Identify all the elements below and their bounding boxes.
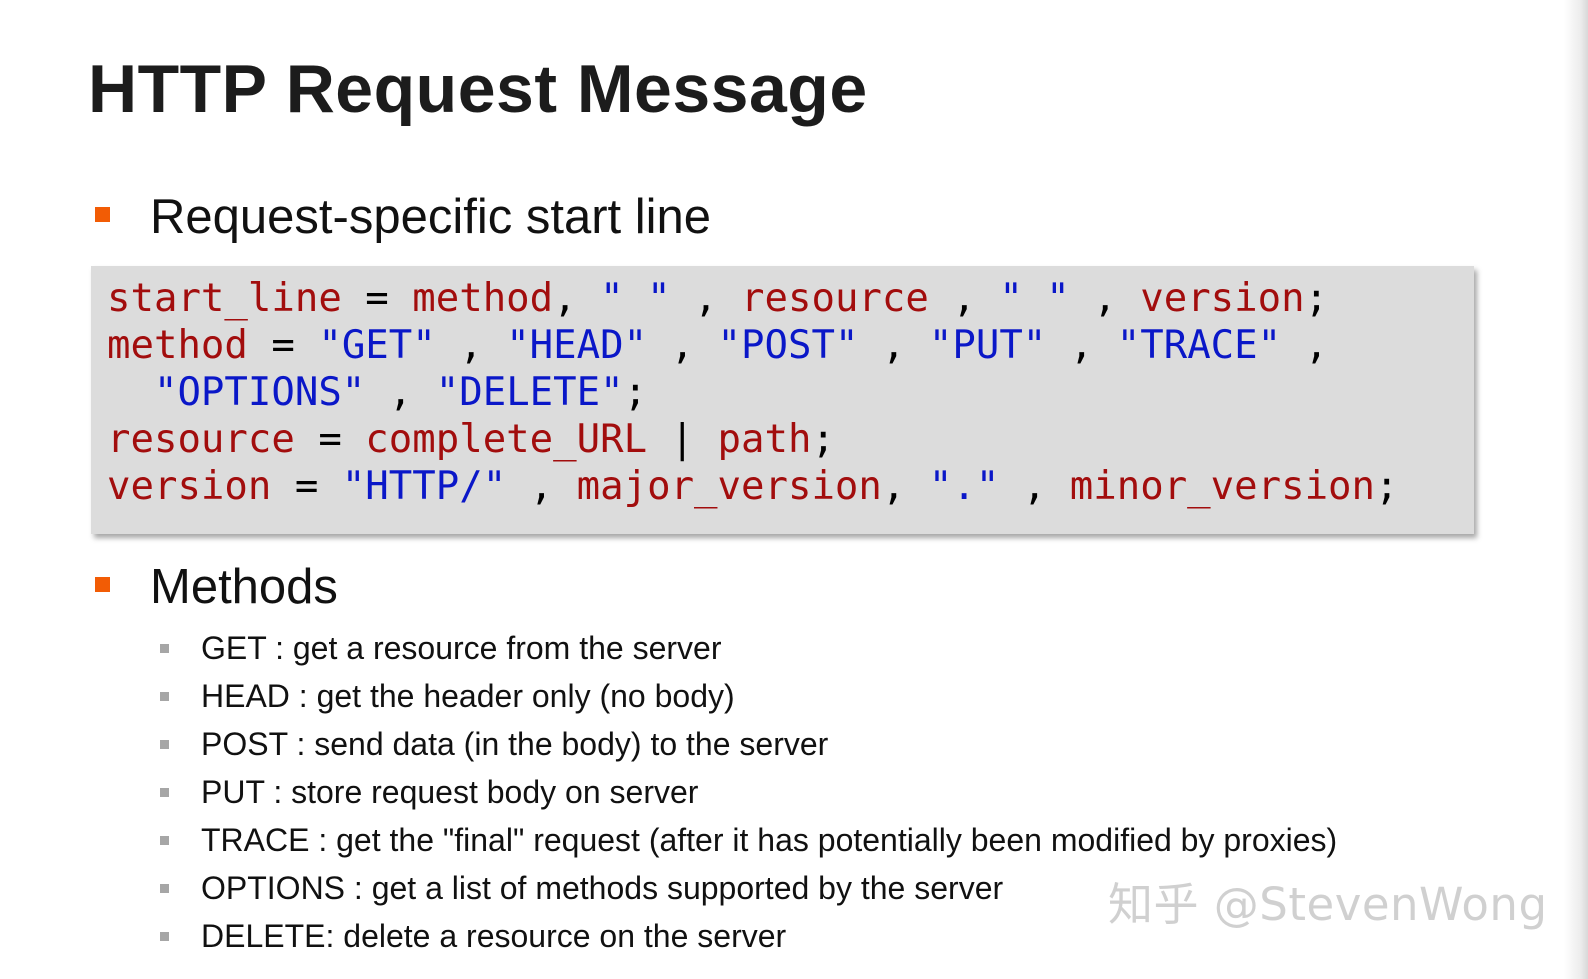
method-description: PUT : store request body on server [201,774,699,810]
code-punctuation: , [365,370,436,415]
bullet-icon [160,884,169,893]
code-punctuation: , [1281,323,1329,368]
code-punctuation: = [294,417,366,462]
code-punctuation: , [435,323,507,368]
code-string: "GET" [318,323,436,368]
method-description: DELETE: delete a resource on the server [201,918,787,954]
code-string: " " [999,276,1070,321]
methods-list: GET : get a resource from the server HEA… [160,624,1337,960]
code-identifier: resource [741,276,929,321]
code-punctuation: = [247,323,319,368]
code-punctuation [107,370,154,415]
code-punctuation: , [670,276,742,321]
code-string: "TRACE" [1116,323,1282,368]
method-description: TRACE : get the "final" request (after i… [201,822,1338,858]
code-punctuation: , [506,464,577,509]
code-string: " " [600,276,671,321]
code-punctuation: ; [1304,276,1329,321]
list-item: HEAD : get the header only (no body) [160,672,1337,720]
list-item: OPTIONS : get a list of methods supporte… [160,864,1337,912]
method-description: OPTIONS : get a list of methods supporte… [201,870,1004,906]
bullet-square-icon [95,577,110,592]
list-item: DELETE: delete a resource on the server [160,912,1337,960]
code-punctuation: , [999,464,1070,509]
code-identifier: method [412,276,554,321]
code-block: start_line = method, " " , resource , " … [91,266,1474,534]
slide-title: HTTP Request Message [88,51,868,127]
code-punctuation: ; [811,417,835,462]
code-punctuation: , [858,323,929,368]
method-description: POST : send data (in the body) to the se… [201,726,829,762]
code-identifier: minor_version [1069,464,1376,509]
code-identifier: path [717,417,812,462]
code-line: method = "GET" , "HEAD" , "POST" , "PUT"… [107,322,1328,369]
bullet-icon [160,740,169,749]
bullet-icon [160,836,169,845]
code-identifier: method [107,323,248,368]
method-description: GET : get a resource from the server [201,630,722,666]
code-line: "OPTIONS" , "DELETE"; [107,369,647,416]
code-punctuation: , [1069,276,1141,321]
code-line: resource = complete_URL | path; [107,416,835,463]
method-description: HEAD : get the header only (no body) [201,678,735,714]
watermark: 知乎 @StevenWong [1108,878,1548,931]
bullet-icon [160,692,169,701]
code-punctuation: , [881,464,929,509]
code-string: "HEAD" [506,323,648,368]
code-punctuation: ; [623,370,648,415]
list-item: POST : send data (in the body) to the se… [160,720,1337,768]
code-punctuation: | [647,417,718,462]
code-punctuation: = [271,464,342,509]
list-item: TRACE : get the "final" request (after i… [160,816,1337,864]
code-string: "HTTP/" [341,464,507,509]
code-identifier: version [107,464,272,509]
code-string: "." [928,464,1000,509]
bullet-icon [160,788,169,797]
list-item: GET : get a resource from the server [160,624,1337,672]
section-heading-methods: Methods [150,560,338,614]
code-line: start_line = method, " " , resource , " … [107,275,1328,322]
bullet-icon [160,932,169,941]
code-punctuation: , [1046,323,1117,368]
list-item: PUT : store request body on server [160,768,1337,816]
code-identifier: resource [107,417,295,462]
bullet-icon [160,644,169,653]
code-punctuation: , [647,323,718,368]
code-identifier: complete_URL [365,417,648,462]
code-identifier: major_version [576,464,882,509]
section-heading-start-line: Request-specific start line [150,190,712,244]
code-punctuation: , [928,276,1000,321]
code-string: "OPTIONS" [153,370,366,415]
code-string: "DELETE" [435,370,624,415]
code-identifier: version [1140,276,1305,321]
code-identifier: start_line [107,276,342,321]
slide-edge-shadow [1564,0,1588,979]
code-string: "PUT" [928,323,1047,368]
code-punctuation: ; [1375,464,1399,509]
code-punctuation: , [553,276,601,321]
code-line: version = "HTTP/" , major_version, "." ,… [107,463,1399,510]
code-string: "POST" [717,323,859,368]
code-punctuation: = [341,276,413,321]
bullet-square-icon [95,207,110,222]
